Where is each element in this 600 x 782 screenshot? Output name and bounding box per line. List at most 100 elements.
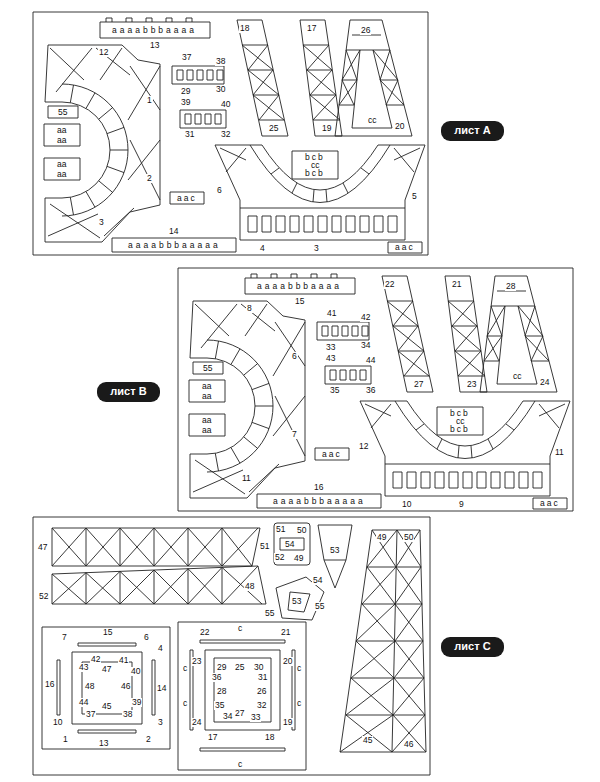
part-number: 36 bbox=[211, 673, 222, 682]
sheet-frame bbox=[33, 517, 430, 775]
part-number: 43 bbox=[78, 663, 89, 672]
part-number: 42 bbox=[360, 313, 371, 322]
part-number: 52 bbox=[274, 553, 285, 562]
small-part bbox=[177, 70, 223, 80]
beam-part bbox=[52, 528, 260, 566]
small-part bbox=[388, 242, 422, 253]
part-number: 6 bbox=[143, 633, 150, 642]
tab-letters: c bbox=[296, 699, 302, 708]
part-number: 8 bbox=[246, 304, 253, 313]
tower-leg-part bbox=[303, 45, 340, 120]
sheet-label: лист С bbox=[441, 640, 504, 653]
part-number: 46 bbox=[403, 740, 414, 749]
tower-leg-part bbox=[392, 530, 426, 752]
small-part bbox=[276, 577, 324, 620]
arch-part bbox=[215, 145, 425, 240]
part-number: 38 bbox=[122, 710, 133, 719]
tab-letters: c bbox=[182, 664, 188, 673]
part-number: 32 bbox=[220, 130, 231, 139]
part-number: 21 bbox=[451, 280, 462, 289]
part-number: 51 bbox=[259, 542, 270, 551]
small-part bbox=[170, 192, 204, 204]
part-number: 7 bbox=[61, 633, 68, 642]
part-number: 23 bbox=[466, 380, 477, 389]
part-number: 2 bbox=[146, 174, 153, 183]
sheet-badge: лист А bbox=[441, 121, 504, 141]
small-part bbox=[274, 523, 310, 565]
tower-leg-part bbox=[340, 530, 426, 752]
tab-letters: aaaabbbaaaa bbox=[111, 26, 198, 35]
part-number: 33 bbox=[325, 343, 336, 352]
part-number: 45 bbox=[101, 702, 112, 711]
sheet-label: лист В bbox=[97, 385, 160, 398]
part-number: 41 bbox=[118, 656, 129, 665]
part-number: 35 bbox=[329, 386, 340, 395]
tower-leg-part bbox=[340, 530, 426, 752]
part-number: 4 bbox=[259, 244, 266, 253]
part-number: 11 bbox=[554, 448, 565, 457]
tab-letters: aac bbox=[176, 194, 198, 203]
part-number: 54 bbox=[312, 576, 323, 585]
half-arch-part bbox=[70, 85, 128, 215]
part-number: 50 bbox=[296, 526, 307, 535]
part-number: 12 bbox=[98, 48, 109, 57]
platform-part bbox=[42, 627, 170, 749]
part-number: 35 bbox=[214, 701, 225, 710]
arch-part bbox=[248, 216, 397, 232]
part-number: 40 bbox=[130, 667, 141, 676]
part-number: 25 bbox=[268, 124, 279, 133]
part-number: 37 bbox=[85, 710, 96, 719]
tab-letters: aaaabbbaaaa bbox=[256, 282, 343, 291]
tower-leg-part bbox=[242, 45, 284, 120]
part-number: 24 bbox=[539, 378, 550, 387]
part-number: 55 bbox=[57, 108, 68, 117]
tab-letters: aa bbox=[201, 426, 212, 435]
part-number: 25 bbox=[234, 663, 245, 672]
part-number: 44 bbox=[365, 356, 376, 365]
small-part bbox=[292, 151, 338, 179]
part-number: 11 bbox=[241, 474, 252, 483]
part-number: 34 bbox=[222, 712, 233, 721]
tab-letters: aa bbox=[56, 136, 67, 145]
tab-letters: aaaabbbaaaaa bbox=[272, 497, 367, 506]
part-number: 40 bbox=[220, 100, 231, 109]
part-number: 54 bbox=[284, 540, 295, 549]
part-number: 1 bbox=[146, 96, 153, 105]
part-number: 22 bbox=[384, 280, 395, 289]
part-number: 18 bbox=[239, 24, 250, 33]
tower-leg-part bbox=[237, 20, 412, 136]
part-number: 3 bbox=[313, 244, 320, 253]
part-number: 2 bbox=[145, 735, 152, 744]
part-number: 55 bbox=[314, 602, 325, 611]
part-number: 24 bbox=[191, 718, 202, 727]
tower-leg-part bbox=[339, 35, 404, 105]
part-number: 29 bbox=[180, 87, 191, 96]
part-number: 15 bbox=[294, 297, 305, 306]
part-number: 33 bbox=[250, 713, 261, 722]
part-number: 30 bbox=[215, 85, 226, 94]
small-part bbox=[185, 114, 221, 124]
part-number: 42 bbox=[90, 655, 101, 664]
tab-letters: aa bbox=[56, 126, 67, 135]
tower-leg-part bbox=[346, 530, 425, 752]
part-number: 16 bbox=[44, 680, 55, 689]
part-number: 20 bbox=[282, 657, 293, 666]
part-number: 31 bbox=[257, 673, 268, 682]
part-number: 36 bbox=[365, 386, 376, 395]
platform-part bbox=[78, 643, 136, 646]
part-number: 41 bbox=[326, 309, 337, 318]
tab-letters: aac bbox=[321, 450, 343, 459]
tab-letters: c bbox=[237, 624, 243, 633]
part-number: 10 bbox=[401, 500, 412, 509]
part-number: 29 bbox=[216, 663, 227, 672]
part-number: 12 bbox=[358, 442, 369, 451]
part-number: 27 bbox=[413, 380, 424, 389]
part-number: 53 bbox=[291, 597, 302, 606]
part-number: 30 bbox=[253, 663, 264, 672]
sheet-frame bbox=[33, 12, 428, 255]
tab-letters: aac bbox=[394, 243, 416, 252]
cut-sheet bbox=[33, 12, 428, 255]
part-number: 32 bbox=[256, 701, 267, 710]
part-number: 46 bbox=[120, 682, 131, 691]
arch-part bbox=[271, 168, 369, 202]
